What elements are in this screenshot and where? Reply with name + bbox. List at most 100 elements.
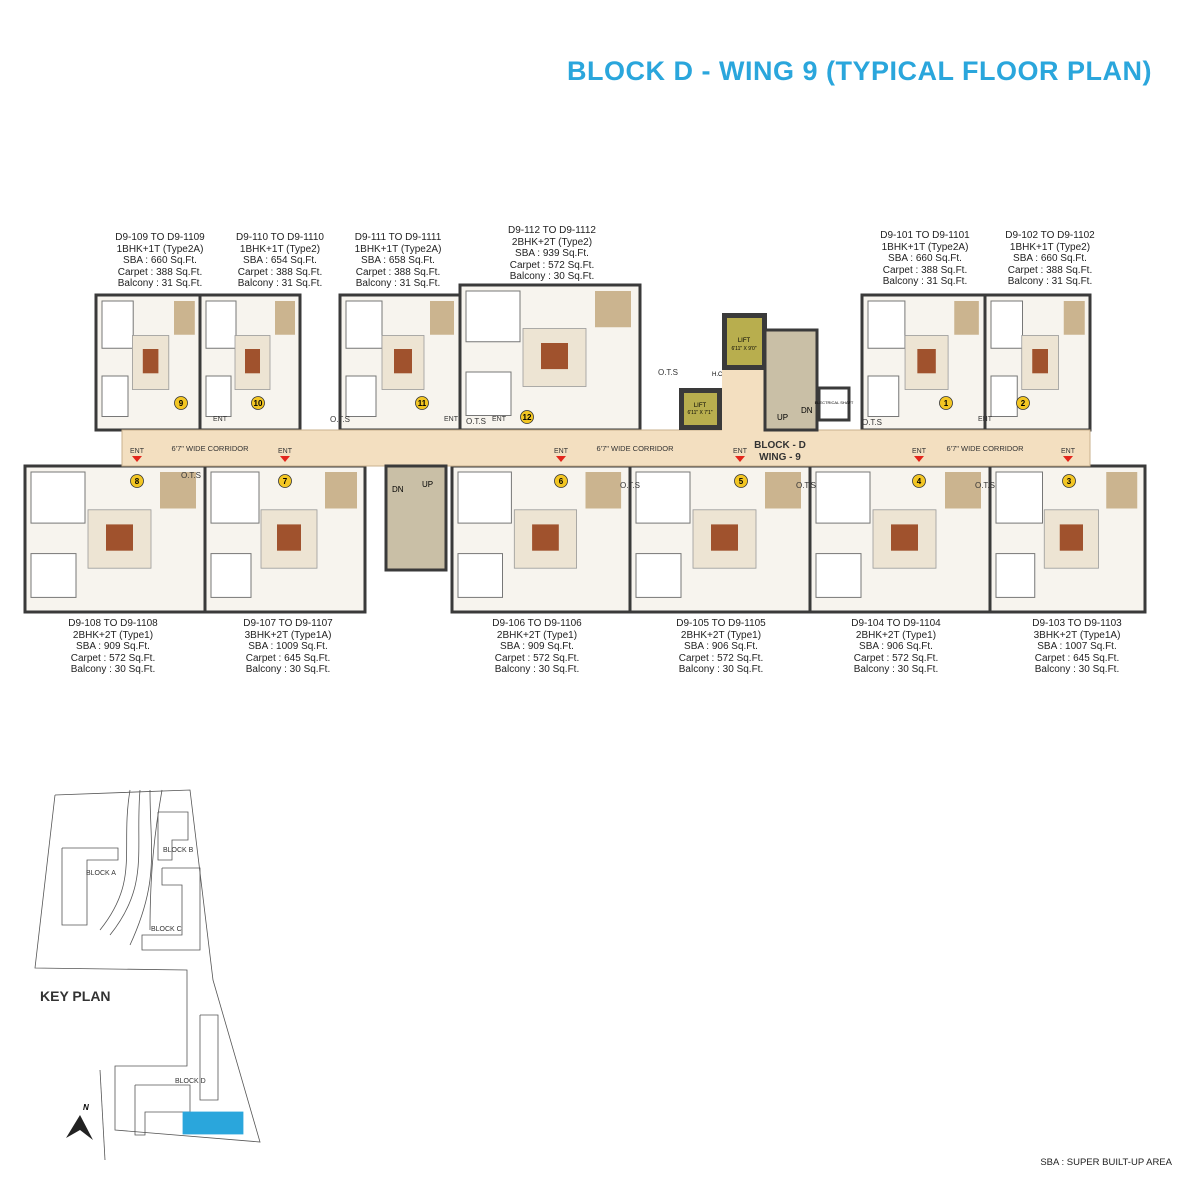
unit-carpet: Carpet : 388 Sq.Ft. xyxy=(1007,264,1093,276)
unit-carpet: Carpet : 388 Sq.Ft. xyxy=(237,266,323,278)
balcony xyxy=(325,472,357,509)
unit-11 xyxy=(338,293,462,432)
corridor-label: 6'7" WIDE CORRIDOR xyxy=(946,444,1024,453)
unit-8 xyxy=(23,464,207,614)
unit-6 xyxy=(450,464,632,614)
dining-table xyxy=(541,343,568,370)
entrance-arrow-icon xyxy=(556,456,566,462)
svg-text:UP: UP xyxy=(422,480,433,489)
ots-label: O.T.S xyxy=(181,471,201,480)
unit-type: 1BHK+1T (Type2A) xyxy=(354,243,442,255)
page-title: BLOCK D - WING 9 (TYPICAL FLOOR PLAN) xyxy=(567,56,1152,86)
key-plan-map xyxy=(34,789,261,1161)
balcony xyxy=(174,301,195,335)
unit-number-marker: 6 xyxy=(554,474,568,488)
unit-balcony: Balcony : 30 Sq.Ft. xyxy=(245,664,331,676)
entrance-label: ENT xyxy=(554,448,569,455)
toilet xyxy=(867,375,900,417)
bedroom xyxy=(101,300,134,349)
unit-sba: SBA : 939 Sq.Ft. xyxy=(515,248,589,260)
unit-balcony: Balcony : 31 Sq.Ft. xyxy=(237,278,323,290)
dining-table xyxy=(142,349,159,374)
dining-table xyxy=(1032,349,1048,374)
unit-type: 3BHK+2T (Type1A) xyxy=(244,629,332,641)
dining-table xyxy=(245,349,260,374)
unit-carpet: Carpet : 572 Sq.Ft. xyxy=(494,652,580,664)
ots-label: O.T.S xyxy=(620,481,640,490)
unit-range: D9-103 TO D9-1103 xyxy=(1032,618,1122,629)
toilet xyxy=(345,375,377,417)
unit-9 xyxy=(94,293,202,432)
staircase-top: UP DN xyxy=(763,328,819,432)
unit-5 xyxy=(628,464,812,614)
svg-text:9: 9 xyxy=(179,399,184,408)
unit-1 xyxy=(860,293,987,432)
entrance-label: ENT xyxy=(1061,448,1076,455)
svg-text:8: 8 xyxy=(135,477,140,486)
dining-table xyxy=(106,524,133,551)
unit-number-marker: 8 xyxy=(130,474,144,488)
entrance-label: ENT xyxy=(492,416,507,423)
unit-4 xyxy=(808,464,992,614)
entrance-label: ENT xyxy=(213,416,228,423)
unit-carpet: Carpet : 388 Sq.Ft. xyxy=(117,266,203,278)
unit-balcony: Balcony : 30 Sq.Ft. xyxy=(678,664,764,676)
ots-label: O.T.S xyxy=(862,418,882,427)
bedroom xyxy=(30,471,86,524)
unit-range: D9-112 TO D9-1112 xyxy=(507,225,596,236)
svg-text:2: 2 xyxy=(1021,399,1026,408)
balcony xyxy=(765,472,801,509)
dining-table xyxy=(1059,524,1083,551)
unit-sba: SBA : 660 Sq.Ft. xyxy=(123,255,197,267)
unit-sba: SBA : 906 Sq.Ft. xyxy=(684,641,758,653)
unit-range: D9-110 TO D9-1110 xyxy=(235,232,324,243)
svg-text:LIFT: LIFT xyxy=(694,403,707,409)
key-plan-block-a: BLOCK A xyxy=(86,870,116,877)
svg-text:12: 12 xyxy=(523,413,532,422)
key-plan-block-c: BLOCK C xyxy=(151,926,182,933)
ots-label: O.T.S xyxy=(796,481,816,490)
bedroom xyxy=(990,300,1023,349)
unit-balcony: Balcony : 31 Sq.Ft. xyxy=(1007,276,1093,288)
staircase-bottom: DN UP xyxy=(384,464,448,572)
ots-label: O.T.S xyxy=(975,481,995,490)
unit-number-marker: 4 xyxy=(912,474,926,488)
unit-sba: SBA : 909 Sq.Ft. xyxy=(500,641,574,653)
entrance-label: ENT xyxy=(978,416,993,423)
unit-type: 1BHK+1T (Type2A) xyxy=(881,241,969,253)
svg-text:DN: DN xyxy=(392,485,404,494)
bedroom xyxy=(815,471,871,524)
svg-text:ELECTRICAL SHAFT: ELECTRICAL SHAFT xyxy=(815,400,854,405)
unit-type: 1BHK+1T (Type2A) xyxy=(116,243,204,255)
dining-table xyxy=(891,524,918,551)
wing-label: WING - 9 xyxy=(759,452,801,463)
corridor-label: 6'7" WIDE CORRIDOR xyxy=(596,444,674,453)
key-plan-block-d: BLOCK D xyxy=(175,1078,206,1085)
unit-number-marker: 2 xyxy=(1016,396,1030,410)
balcony xyxy=(430,301,454,335)
toilet xyxy=(995,553,1036,598)
svg-text:7: 7 xyxy=(283,477,288,486)
unit-sba: SBA : 1009 Sq.Ft. xyxy=(248,641,328,653)
unit-balcony: Balcony : 31 Sq.Ft. xyxy=(117,278,203,290)
balcony xyxy=(945,472,981,509)
toilet xyxy=(101,375,129,417)
dining-table xyxy=(394,349,412,374)
unit-range: D9-101 TO D9-1101 xyxy=(880,230,970,241)
svg-text:5: 5 xyxy=(739,477,744,486)
balcony xyxy=(1106,472,1138,509)
unit-3 xyxy=(988,464,1147,614)
unit-range: D9-102 TO D9-1102 xyxy=(1005,230,1095,241)
legend-note: SBA : SUPER BUILT-UP AREA xyxy=(1040,1157,1172,1168)
unit-number-marker: 9 xyxy=(174,396,188,410)
unit-balcony: Balcony : 30 Sq.Ft. xyxy=(509,271,595,283)
corridor-label: 6'7" WIDE CORRIDOR xyxy=(171,444,249,453)
svg-text:DN: DN xyxy=(801,406,813,415)
unit-sba: SBA : 658 Sq.Ft. xyxy=(361,255,435,267)
lift-1: LIFT 6'11" X 9'0" xyxy=(722,313,767,370)
balcony xyxy=(585,472,622,509)
